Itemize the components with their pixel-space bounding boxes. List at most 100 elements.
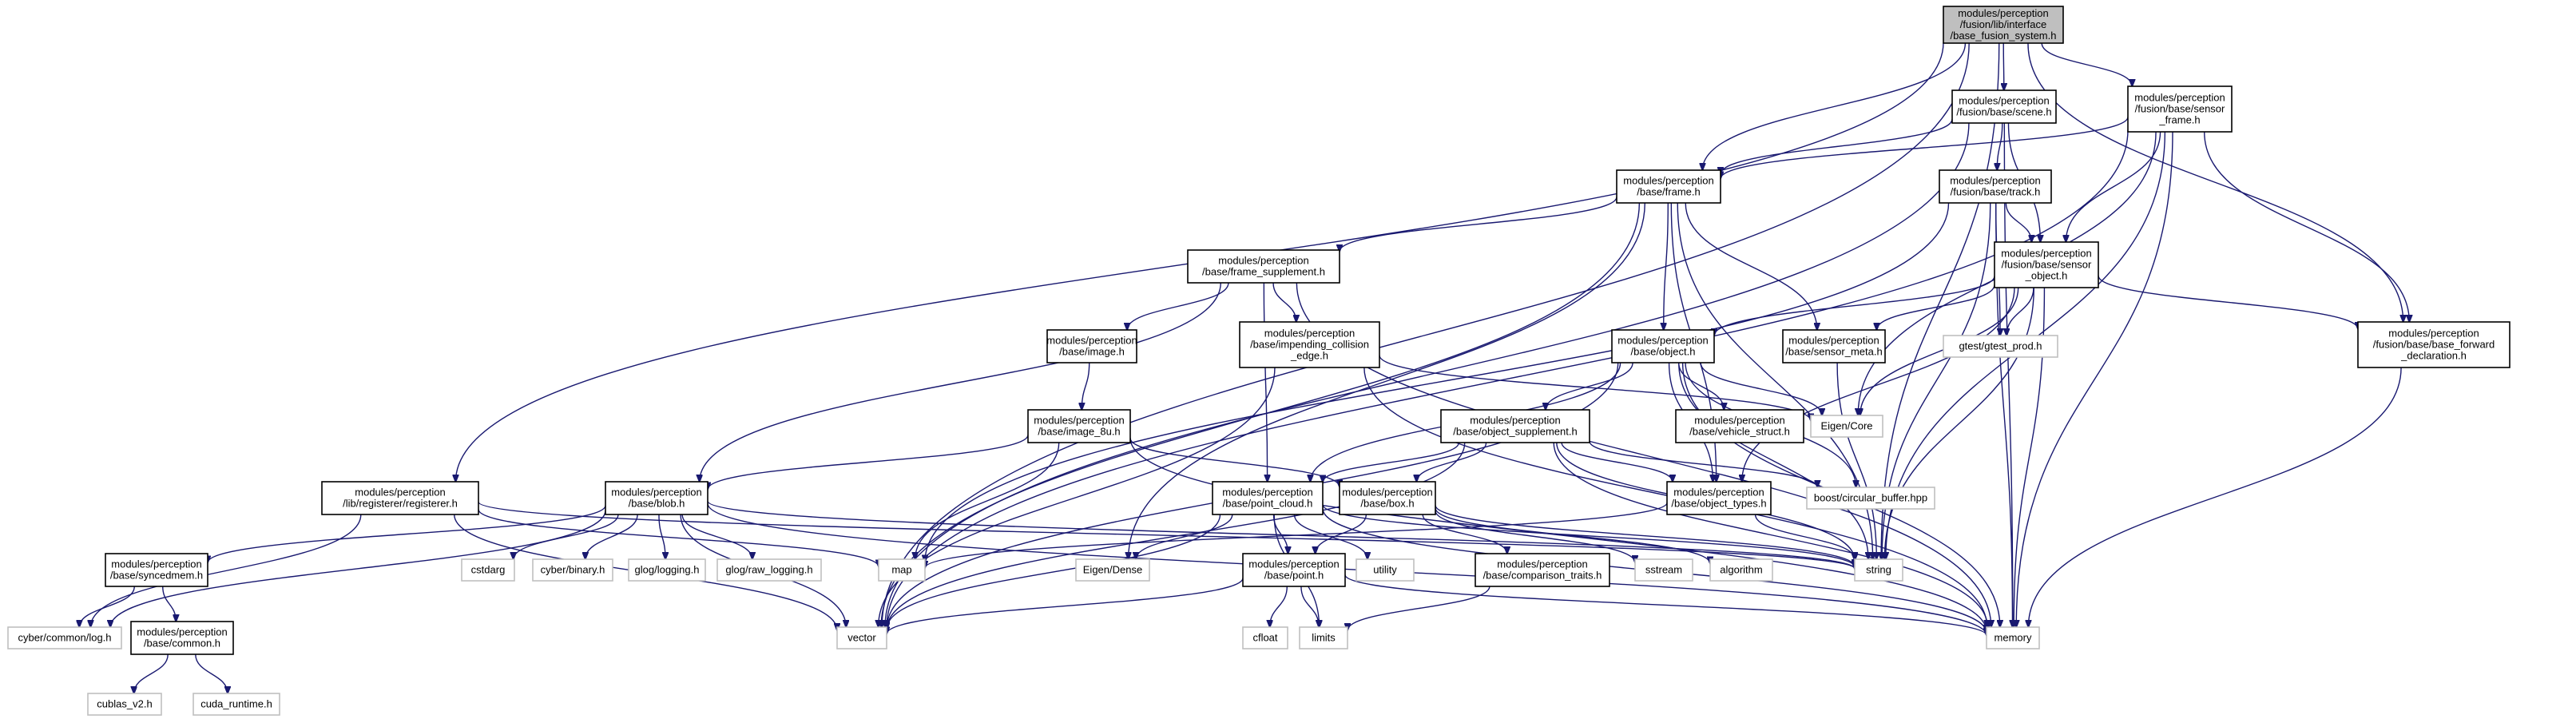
node-map[interactable]: map <box>878 558 926 582</box>
node-sstream[interactable]: sstream <box>1634 558 1693 582</box>
edge-scene-to-memory <box>2003 122 2012 627</box>
node-impend-label-line-1: /base/impending_collision <box>1250 339 1369 351</box>
edge-osupp-to-circbuf <box>1589 441 1817 487</box>
node-track[interactable]: modules/perception/fusion/base/track.h <box>1939 169 2052 204</box>
edge-blob-to-cyberlog <box>110 510 606 627</box>
edge-registerer-to-map <box>478 509 879 567</box>
node-circbuf-box <box>1806 487 1935 510</box>
node-bfwd-label-line-2: _declaration.h <box>2400 350 2467 362</box>
node-point-box <box>1242 553 1346 587</box>
node-otypes[interactable]: modules/perception/base/object_types.h <box>1666 481 1772 515</box>
node-box[interactable]: modules/perception/base/box.h <box>1339 481 1436 515</box>
node-bfwd-box <box>2357 321 2511 368</box>
node-algorithm[interactable]: algorithm <box>1709 558 1773 582</box>
edge-scene-to-track <box>1997 122 2003 170</box>
node-glog[interactable]: glog/logging.h <box>628 558 706 582</box>
edge-box-to-comptraits <box>1422 514 1507 554</box>
node-vstruct[interactable]: modules/perception/base/vehicle_struct.h <box>1675 409 1804 443</box>
node-pcloud[interactable]: modules/perception/base/point_cloud.h <box>1212 481 1324 515</box>
node-gtest-label-line-0: gtest/gtest_prod.h <box>1959 340 2042 352</box>
node-box-box <box>1339 481 1436 515</box>
node-cudart-box <box>193 693 280 716</box>
node-point[interactable]: modules/perception/base/point.h <box>1242 553 1346 587</box>
node-cublas[interactable]: cublas_v2.h <box>87 693 162 716</box>
node-box-label-line-0: modules/perception <box>1342 487 1432 499</box>
node-syncedmem-label-line-1: /base/syncedmem.h <box>110 570 203 582</box>
node-cstdarg[interactable]: cstdarg <box>461 558 515 582</box>
node-cudart-label-line-0: cuda_runtime.h <box>200 698 272 710</box>
node-cublas-label-line-0: cublas_v2.h <box>97 698 152 710</box>
node-image-label-line-0: modules/perception <box>1046 335 1137 347</box>
node-root-box <box>1943 6 2064 44</box>
edge-fsupp-to-pcloud <box>1263 282 1267 482</box>
edge-sframe-to-bfwd <box>2204 131 2410 322</box>
edge-scene-to-frame <box>1721 118 1953 174</box>
edge-osupp-to-memory <box>1553 442 1987 627</box>
node-common-box <box>130 621 234 655</box>
node-cudart[interactable]: cuda_runtime.h <box>193 693 280 716</box>
edge-sframe-to-sobj <box>2066 131 2161 242</box>
edge-blob-to-memory <box>707 503 1987 635</box>
node-cyberlog[interactable]: cyber/common/log.h <box>7 626 122 649</box>
node-impend[interactable]: modules/perception/base/impending_collis… <box>1239 321 1380 368</box>
node-scene[interactable]: modules/perception/fusion/base/scene.h <box>1951 89 2057 124</box>
node-smeta[interactable]: modules/perception/base/sensor_meta.h <box>1782 329 1886 363</box>
edge-fsupp-to-impend <box>1272 282 1296 322</box>
edge-image-to-image8u <box>1082 362 1090 410</box>
node-string[interactable]: string <box>1854 558 1903 582</box>
node-limits-box <box>1299 626 1348 649</box>
node-gtest[interactable]: gtest/gtest_prod.h <box>1943 335 2058 358</box>
node-blob[interactable]: modules/perception/base/blob.h <box>605 481 708 515</box>
node-eigendense[interactable]: Eigen/Dense <box>1075 558 1150 582</box>
node-registerer[interactable]: modules/perception/lib/registerer/regist… <box>321 481 479 515</box>
edge-blob-to-cstdarg <box>514 514 619 559</box>
node-comptraits[interactable]: modules/perception/base/comparison_trait… <box>1475 553 1610 587</box>
node-image[interactable]: modules/perception/base/image.h <box>1046 329 1137 363</box>
node-memory[interactable]: memory <box>1986 626 2040 649</box>
node-fsupp[interactable]: modules/perception/base/frame_supplement… <box>1187 249 1340 284</box>
node-track-label-line-0: modules/perception <box>1950 175 2040 187</box>
node-circbuf[interactable]: boost/circular_buffer.hpp <box>1806 487 1935 510</box>
node-memory-label-line-0: memory <box>1995 632 2032 644</box>
node-sstream-box <box>1634 558 1693 582</box>
node-utility[interactable]: utility <box>1355 558 1415 582</box>
node-object[interactable]: modules/perception/base/object.h <box>1611 329 1715 363</box>
node-cyberbinary[interactable]: cyber/binary.h <box>532 558 613 582</box>
edge-frame-to-object <box>1664 202 1669 330</box>
edge-object-to-vstruct <box>1677 362 1725 410</box>
edge-image8u-to-blob <box>708 435 1029 489</box>
node-syncedmem[interactable]: modules/perception/base/syncedmem.h <box>105 553 208 587</box>
edge-sobj-to-otypes <box>1742 287 2015 482</box>
node-track-box <box>1939 169 2052 204</box>
node-root[interactable]: modules/perception/fusion/lib/interface/… <box>1943 6 2064 44</box>
edge-osupp-to-otypes <box>1561 442 1673 482</box>
edge-frame-to-eigendense <box>1129 202 1645 559</box>
node-sobj[interactable]: modules/perception/fusion/base/sensor_ob… <box>1994 241 2099 288</box>
node-object-box <box>1611 329 1715 363</box>
node-sobj-label-line-1: /fusion/base/sensor <box>2002 259 2092 271</box>
node-osupp[interactable]: modules/perception/base/object_supplemen… <box>1440 409 1590 443</box>
node-root-label-line-1: /fusion/lib/interface <box>1960 18 2046 30</box>
node-sobj-label-line-0: modules/perception <box>2001 248 2091 260</box>
node-sframe-label-line-0: modules/perception <box>2134 92 2225 104</box>
node-sframe[interactable]: modules/perception/fusion/base/sensor_fr… <box>2127 85 2233 133</box>
node-layer: modules/perception/fusion/lib/interface /… <box>7 6 2511 716</box>
node-cfloat[interactable]: cfloat <box>1242 626 1288 649</box>
edge-blob-to-syncedmem <box>208 505 606 563</box>
node-limits[interactable]: limits <box>1299 626 1348 649</box>
edge-image8u-to-map <box>915 442 1060 559</box>
node-glograw[interactable]: glog/raw_logging.h <box>716 558 822 582</box>
node-eigencore[interactable]: Eigen/Core <box>1810 415 1883 438</box>
edge-blob-to-cyberbinary <box>585 514 638 559</box>
node-map-box <box>878 558 926 582</box>
node-algorithm-box <box>1709 558 1773 582</box>
node-image8u[interactable]: modules/perception/base/image_8u.h <box>1027 409 1131 443</box>
edge-track-to-map <box>925 202 1950 562</box>
node-frame[interactable]: modules/perception/base/frame.h <box>1616 169 1721 204</box>
edge-root-to-scene <box>2003 42 2004 90</box>
node-syncedmem-label-line-0: modules/perception <box>111 558 201 570</box>
node-bfwd[interactable]: modules/perception/fusion/base/base_forw… <box>2357 321 2511 368</box>
edge-scene-to-vector <box>885 122 1970 627</box>
node-vector[interactable]: vector <box>836 626 887 649</box>
node-common[interactable]: modules/perception/base/common.h <box>130 621 234 655</box>
